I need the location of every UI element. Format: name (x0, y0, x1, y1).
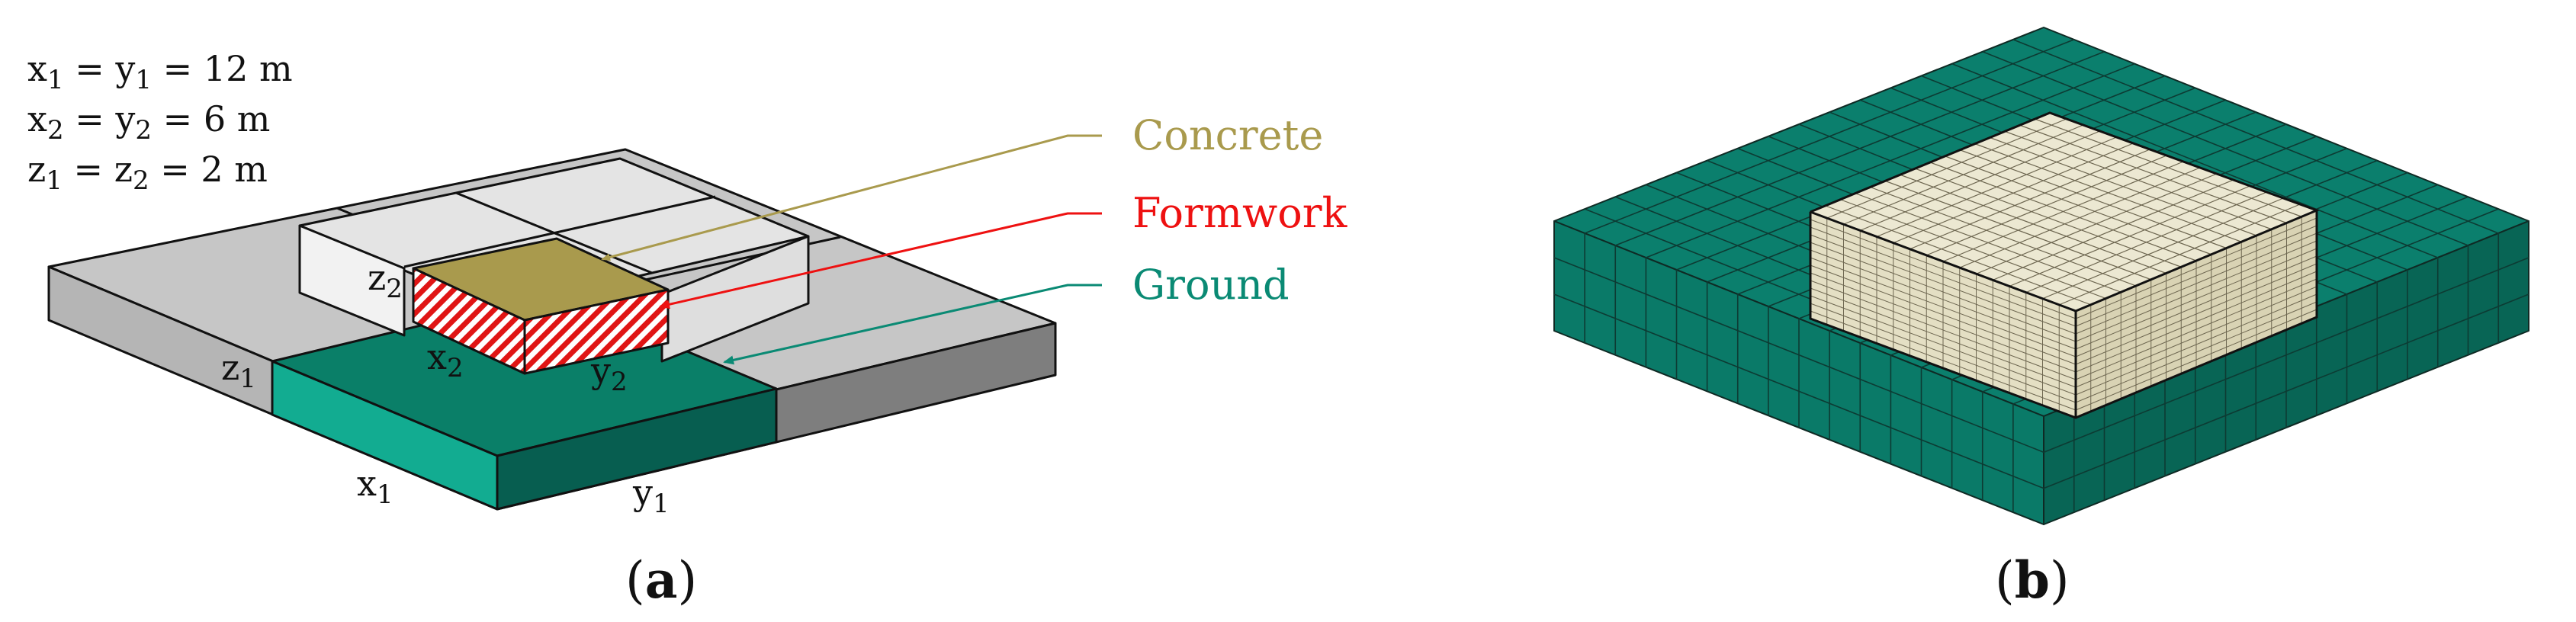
dimension-list: x1 = y1 = 12 m x2 = y2 = 6 m z1 = z2 = 2… (27, 48, 293, 196)
mesh-line (2075, 309, 2317, 411)
mesh-line (1976, 173, 2217, 274)
mesh-line (2075, 240, 2317, 342)
mesh-line (2043, 257, 2529, 454)
mesh-line (1810, 234, 2077, 335)
mesh-line (1893, 143, 2134, 244)
label-x1: x1 (357, 463, 393, 510)
concrete-mesh-grid (1810, 118, 2317, 412)
mesh-line (1810, 310, 2077, 411)
box-left-face (298, 224, 406, 337)
concrete-leader (601, 134, 1102, 261)
label-x2: x2 (427, 336, 464, 383)
mesh-line (2059, 204, 2301, 306)
mesh-line (2075, 217, 2317, 319)
mesh-line (1810, 257, 2077, 357)
mesh-line (2075, 263, 2317, 365)
dimension-line-1: x1 = y1 = 12 m (27, 48, 293, 95)
mesh-line (2009, 185, 2250, 287)
mesh-line (1553, 293, 2044, 489)
mesh-line (1584, 39, 2075, 234)
panel-a: x1 = y1 = 12 m x2 = y2 = 6 m z1 = z2 = 2… (27, 48, 1348, 610)
mesh-line (2075, 248, 2317, 350)
label-z1: z1 (221, 347, 256, 394)
mesh-line (1810, 303, 2077, 403)
mesh-line (1810, 249, 2077, 350)
mesh-line (1553, 257, 2044, 454)
mesh-line (1810, 242, 2077, 342)
mesh-line (1810, 226, 2077, 327)
mesh-line (2075, 255, 2317, 357)
caption-b: (b) (1995, 550, 2070, 610)
label-y2: y2 (590, 350, 628, 397)
mesh-line (2075, 301, 2317, 403)
mesh-line (2075, 278, 2317, 380)
edge-labels: z1 x1 y1 z2 x2 y2 (221, 257, 670, 519)
mesh-line (1876, 136, 2117, 238)
mesh-line (2075, 225, 2317, 327)
mesh-line (1810, 219, 2077, 319)
mesh-line (2043, 293, 2529, 489)
formwork-leader (659, 212, 1102, 309)
mesh-line (1810, 295, 2077, 396)
mesh-line (1646, 63, 2135, 258)
mesh-line (2075, 271, 2317, 373)
mesh-line (1910, 149, 2150, 250)
formwork-right-face (523, 288, 670, 375)
legend-concrete: Concrete (1132, 111, 1323, 159)
ground-green-right-face (496, 387, 778, 511)
mesh-line (2025, 191, 2267, 293)
mesh-line (1843, 124, 2083, 225)
mesh-line (1810, 272, 2077, 373)
caption-a: (a) (625, 550, 697, 610)
formwork-box (298, 157, 810, 375)
concrete-outline (1809, 111, 2321, 419)
mesh-line (2075, 286, 2317, 388)
mesh-line (1810, 280, 2077, 380)
panel-b: (b) (1553, 27, 2529, 610)
mesh-line (1860, 130, 2100, 231)
mesh-line (1614, 51, 2105, 246)
mesh-line (2075, 232, 2317, 335)
legend-ground: Ground (1132, 261, 1290, 309)
dimension-line-2: x2 = y2 = 6 m (27, 98, 270, 146)
mesh-line (1959, 167, 2201, 268)
mesh-line (1810, 287, 2077, 388)
label-z2: z2 (368, 257, 403, 304)
mesh-line (1826, 118, 2067, 219)
mesh-line (1942, 161, 2184, 262)
mesh-line (2042, 197, 2284, 300)
mesh-line (1810, 265, 2077, 365)
mesh-line (1993, 179, 2234, 281)
dimension-line-3: z1 = z2 = 2 m (27, 149, 268, 196)
mesh-line (1926, 155, 2167, 256)
label-y1: y1 (632, 472, 670, 519)
material-legend: Concrete Formwork Ground (1132, 111, 1348, 309)
legend-formwork: Formwork (1132, 189, 1348, 237)
leader-lines (601, 134, 1102, 365)
mesh-line (2075, 293, 2317, 396)
ground-leader (723, 284, 1102, 365)
